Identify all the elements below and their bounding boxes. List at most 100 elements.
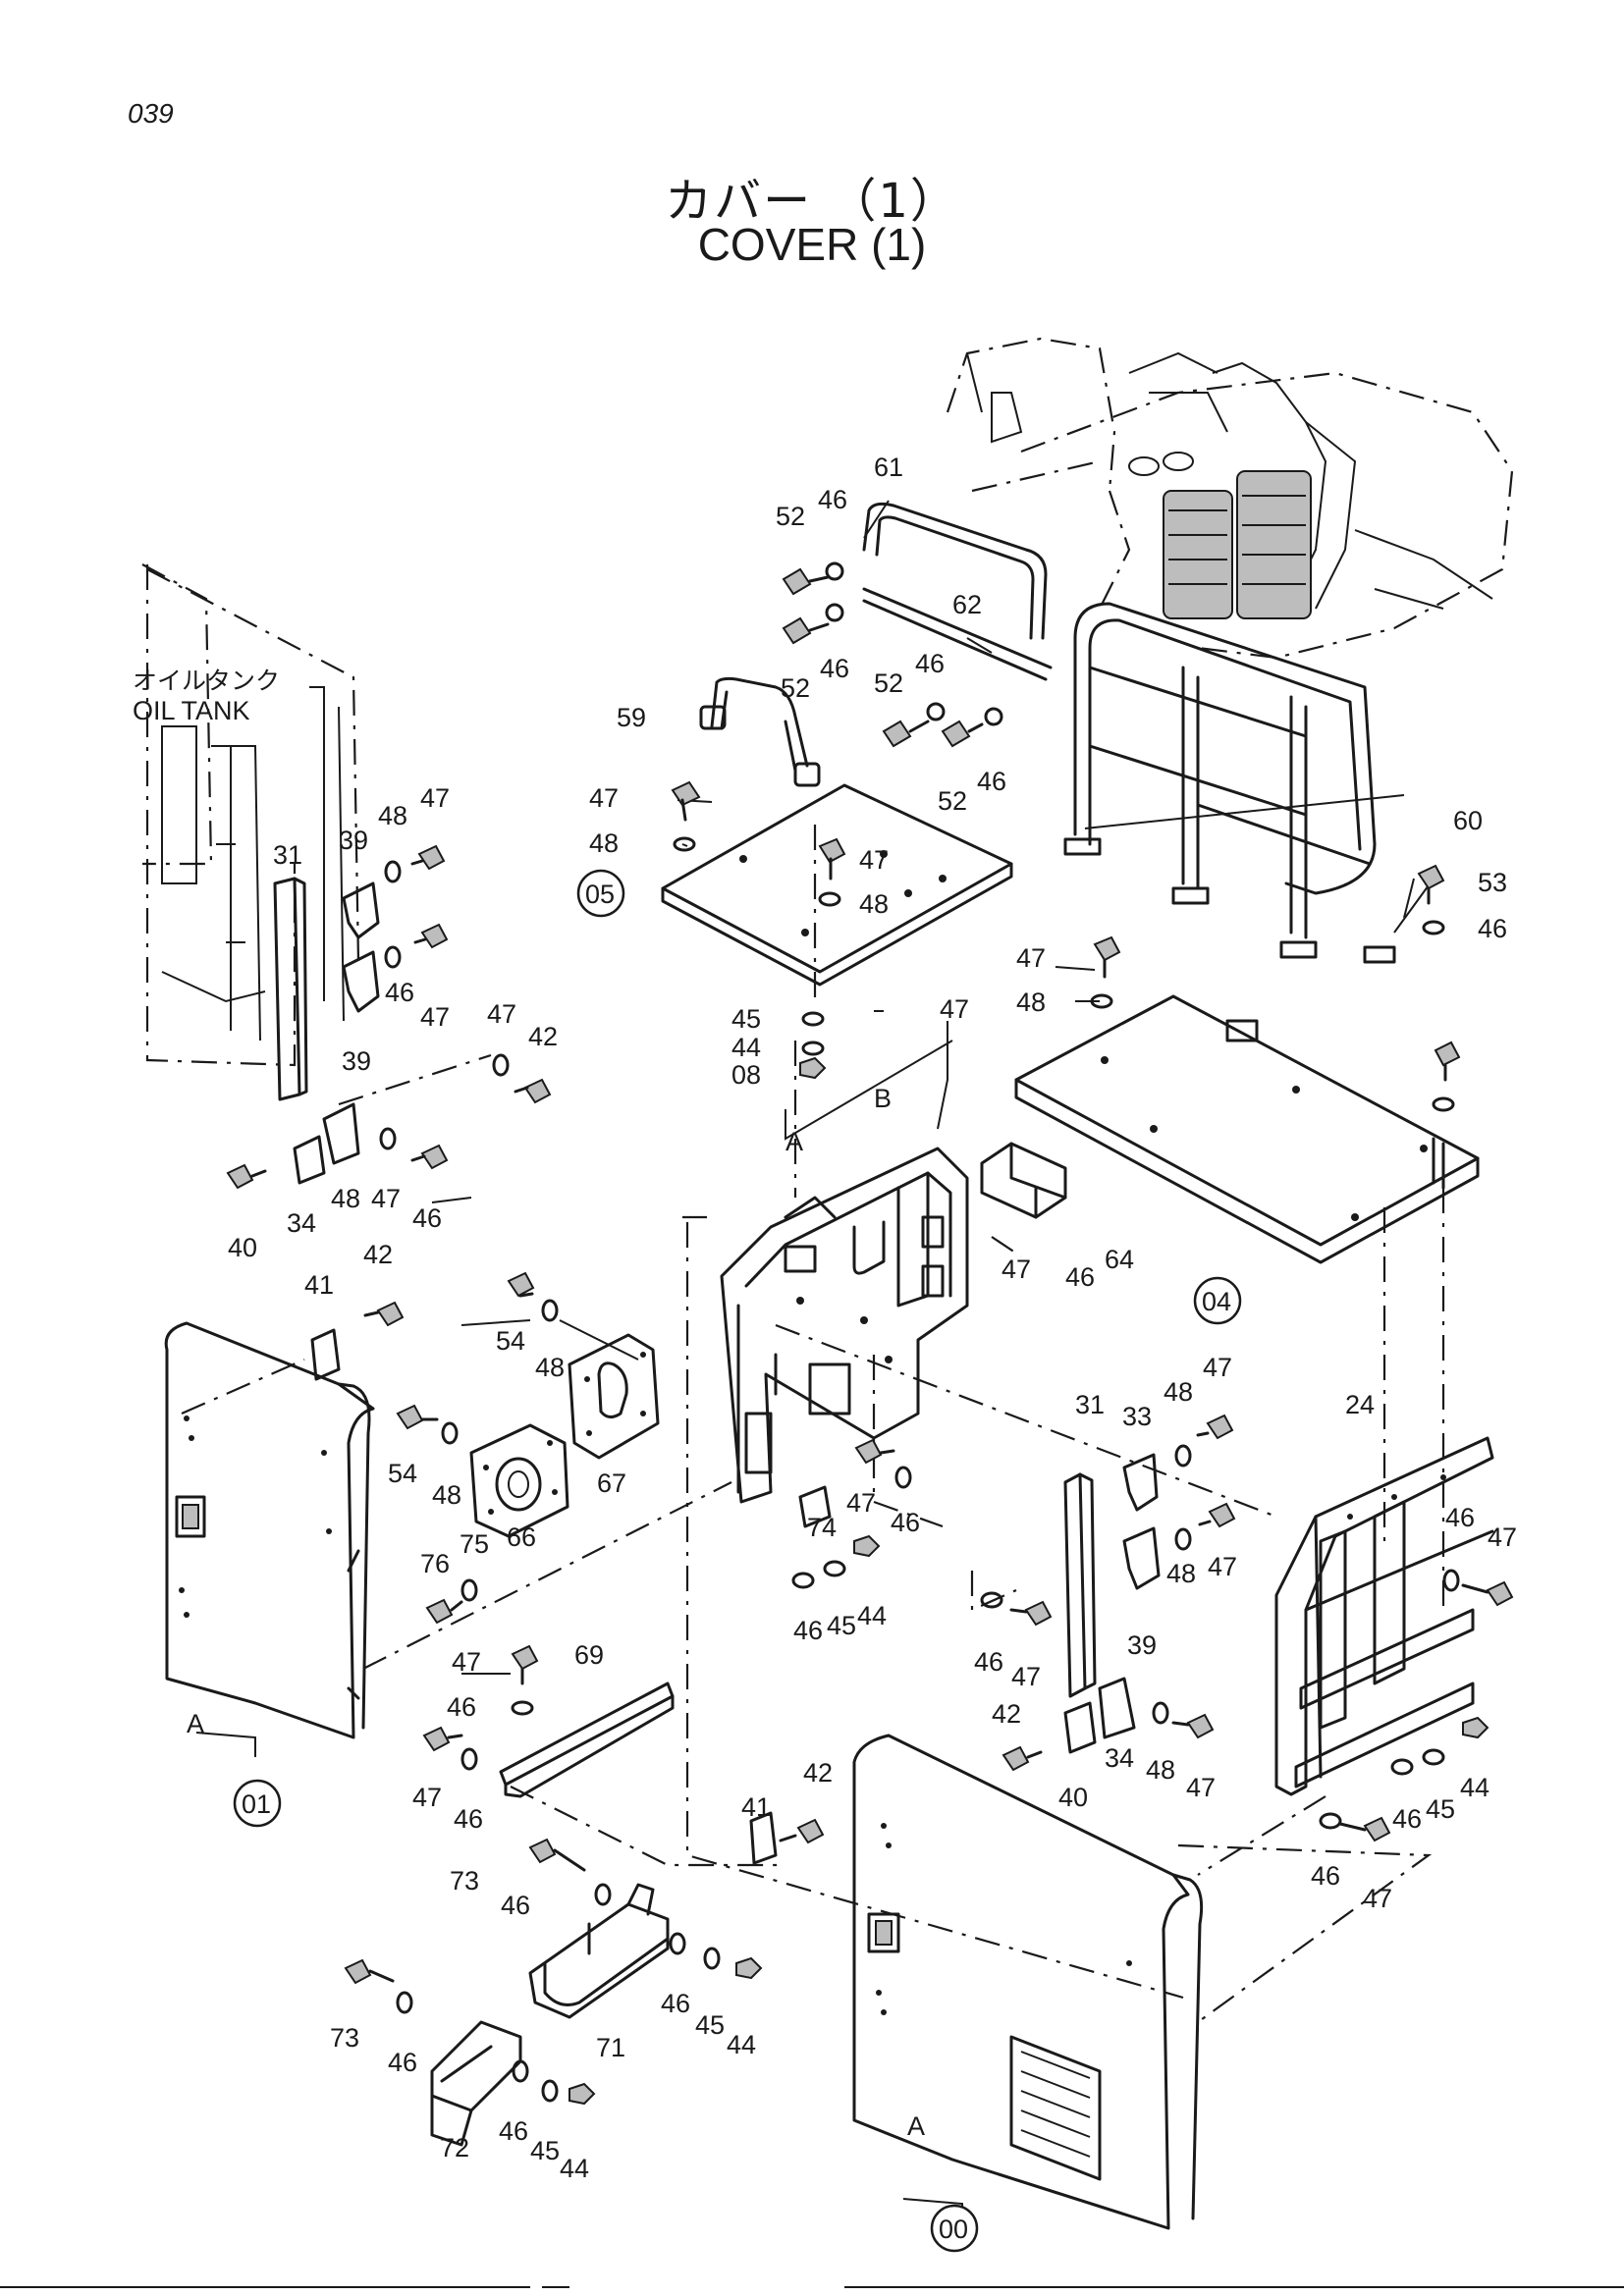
frame-08	[720, 1147, 969, 1504]
callout-47: 47	[420, 783, 450, 813]
callout-73: 73	[450, 1866, 479, 1896]
plate-66	[469, 1423, 569, 1538]
callout-31: 31	[1075, 1390, 1105, 1419]
callout-34: 48	[331, 1184, 360, 1213]
callout-69: 69	[574, 1640, 604, 1670]
callout-48: 48	[378, 801, 407, 830]
callout-46: 46	[1445, 1503, 1475, 1532]
frame-24	[1274, 1436, 1494, 1796]
callout-42: 42	[363, 1240, 393, 1269]
callout-24: 24	[1345, 1390, 1375, 1419]
callout-04: 04	[1202, 1287, 1231, 1316]
reference-a: A	[785, 1127, 803, 1156]
callout-48: 48	[589, 828, 619, 858]
title-english: COVER (1)	[697, 219, 927, 270]
callout-47: 47	[1186, 1773, 1216, 1802]
callout-52: 52	[874, 668, 903, 698]
reference-a-01: A	[187, 1709, 204, 1738]
callout-48: 47	[371, 1184, 401, 1213]
callout-46: 46	[447, 1692, 476, 1722]
callout-05: 05	[585, 880, 615, 909]
callout-47: 47	[846, 1488, 876, 1518]
callout-47: 47	[859, 845, 889, 875]
callout-39: 39	[339, 826, 368, 855]
reference-b: B	[874, 1084, 892, 1113]
callout-54: 54	[496, 1326, 525, 1356]
callout-60: 60	[1453, 806, 1483, 835]
excavator-outline	[946, 337, 1514, 660]
callout-47: 47	[1363, 1884, 1392, 1913]
callout-46: 46	[454, 1804, 483, 1834]
callout-46: 46	[891, 1508, 920, 1537]
callout-53: 53	[1478, 868, 1507, 897]
strip-31-right	[1063, 1472, 1097, 1698]
callout-47: 47	[420, 1002, 450, 1032]
cover-00	[852, 1734, 1204, 2230]
callout-46: 46	[1311, 1861, 1340, 1891]
brackets-small	[293, 881, 1161, 1865]
callout-47: 47	[1016, 943, 1046, 973]
callout-46: 47	[487, 999, 516, 1029]
callout-74: 74	[807, 1513, 837, 1542]
callout-47: 64	[1105, 1245, 1134, 1274]
callout-34: 34	[1105, 1743, 1134, 1773]
callout-45: 45	[1426, 1794, 1455, 1824]
callout-48: 48	[1016, 988, 1046, 1017]
callout-48: 48	[1146, 1755, 1175, 1785]
callout-61: 61	[874, 453, 903, 482]
callout-46: 46	[388, 2048, 417, 2077]
callout-47: 47	[589, 783, 619, 813]
callout-76: 76	[420, 1549, 450, 1578]
callout-44: 44	[727, 2030, 756, 2059]
callout-48: 48	[859, 889, 889, 919]
fasteners	[226, 561, 1514, 2106]
reference-a-00: A	[907, 2111, 925, 2141]
callout-47: 47	[1208, 1552, 1237, 1581]
callout-44: 08	[731, 1060, 761, 1090]
callout-40: 40	[1058, 1783, 1088, 1812]
callout-46: 46	[793, 1616, 823, 1645]
pipes	[699, 502, 1053, 787]
callout-45: 45	[695, 2010, 725, 2040]
callout-72: 72	[440, 2133, 469, 2163]
callout-46: 46	[661, 1989, 690, 2018]
callout-47: 47	[1011, 1662, 1041, 1691]
callout-46: 46	[501, 1891, 530, 1920]
oil-tank-label-en: OIL TANK	[133, 696, 250, 725]
plate-04	[1014, 994, 1480, 1264]
callout-46: 46	[1065, 1262, 1095, 1292]
callout-47: 46	[412, 1203, 442, 1233]
plate-05	[661, 783, 1013, 987]
callout-48: 46	[385, 978, 414, 1007]
bracket-64	[980, 1142, 1067, 1219]
callout-48: 48	[1166, 1559, 1196, 1588]
callout-48: 48	[535, 1353, 565, 1382]
callout-42: 40	[228, 1233, 257, 1262]
handrail-60	[1063, 602, 1396, 964]
callout-39: 39	[1127, 1630, 1157, 1660]
callout-52: 52	[776, 502, 805, 531]
bar-69	[499, 1682, 675, 1798]
callout-62: 62	[952, 590, 982, 619]
callout-01: 01	[242, 1789, 271, 1819]
callout-41: 41	[304, 1270, 334, 1300]
callout-67: 67	[597, 1468, 626, 1498]
callout-46: 45	[731, 1004, 761, 1034]
callout-48: 48	[432, 1480, 461, 1510]
callout-46: 46	[915, 649, 945, 678]
callout-44: 44	[1460, 1773, 1489, 1802]
callout-46: 46	[977, 767, 1006, 796]
callout-71: 71	[596, 2033, 625, 2062]
callout-46: 46	[818, 485, 847, 514]
labels: オイルタンク OIL TANK 61 52 46 62 52 46 52 46 …	[133, 453, 1517, 2253]
callout-46: 46	[974, 1647, 1003, 1677]
callout-75: 75	[460, 1529, 489, 1559]
callout-47: 47	[1203, 1353, 1232, 1382]
callout-33: 33	[1122, 1402, 1152, 1431]
plate-67	[568, 1333, 660, 1460]
callout-59: 59	[617, 703, 646, 732]
callout-39: 39	[342, 1046, 371, 1076]
callout-31: 31	[273, 840, 302, 870]
oil-tank-outline	[141, 563, 360, 1067]
callout-08: 47	[940, 994, 969, 1024]
